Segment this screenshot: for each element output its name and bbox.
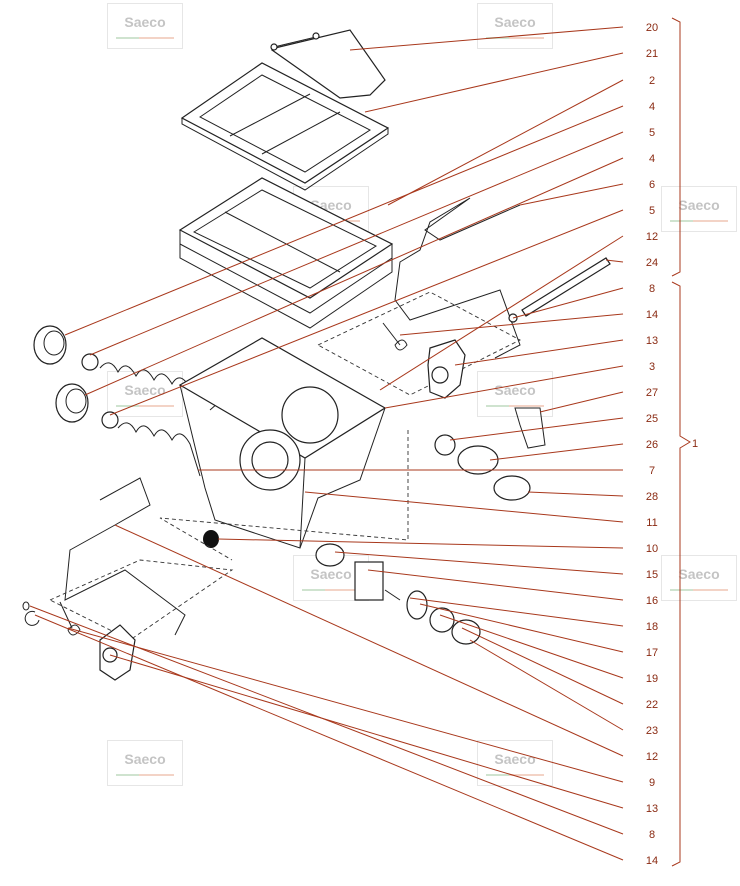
callout-label: 14 [646,855,658,867]
watermark: Saeco [107,740,183,786]
callout-label: 18 [646,621,658,633]
callout-label: 23 [646,725,658,737]
part-auger-lower [117,422,201,477]
assembly-label: 1 [692,438,698,450]
part-cam [434,434,531,501]
callout-label: 2 [649,75,655,87]
part-bracket-right [382,322,466,399]
callout-label: 28 [646,491,658,503]
part-lid [180,62,390,191]
callout-label: 6 [649,179,655,191]
part-rod-upper [394,197,521,359]
part-container [178,177,394,329]
watermark: Saeco [477,740,553,786]
dashed-outline-center [159,430,409,561]
callout-label: 17 [646,647,658,659]
callout-label: 7 [649,465,655,477]
callout-label: 8 [649,829,655,841]
part-gear-train [315,543,481,645]
watermark: Saeco [661,186,737,232]
part-clip [514,407,546,449]
callout-label: 21 [646,48,658,60]
callout-label: 4 [649,101,655,113]
leader-lines [29,26,624,861]
part-knob-lower [55,383,119,429]
watermark: Saeco [477,3,553,49]
callout-label: 14 [646,309,658,321]
part-pin-rod [508,257,611,323]
part-hopper-body [178,337,387,549]
callout-label: 3 [649,361,655,373]
watermark: Saeco [661,555,737,601]
callout-label: 5 [649,205,655,217]
callout-label: 8 [649,283,655,295]
callout-label: 12 [646,231,658,243]
callout-label: 26 [646,439,658,451]
part-knob-upper [33,325,99,371]
callout-label: 16 [646,595,658,607]
callout-label: 13 [646,335,658,347]
callout-label: 4 [649,153,655,165]
part-rod-lower [64,477,186,636]
callout-label: 10 [646,543,658,555]
part-seal-black [203,530,219,548]
assembly-bracket [671,17,691,867]
callout-label: 25 [646,413,658,425]
callout-label: 12 [646,751,658,763]
part-bracket-left [22,601,136,681]
callout-label: 27 [646,387,658,399]
callout-label: 20 [646,22,658,34]
callout-label: 24 [646,257,658,269]
watermark: Saeco [107,3,183,49]
part-small-lid [270,29,386,99]
callout-label: 22 [646,699,658,711]
dashed-outline-right [317,291,521,396]
callout-label: 11 [646,517,657,529]
callout-label: 19 [646,673,658,685]
callout-label: 15 [646,569,658,581]
callout-label: 5 [649,127,655,139]
dashed-outline-left [48,559,234,641]
callout-label: 13 [646,803,658,815]
callout-label: 9 [649,777,655,789]
